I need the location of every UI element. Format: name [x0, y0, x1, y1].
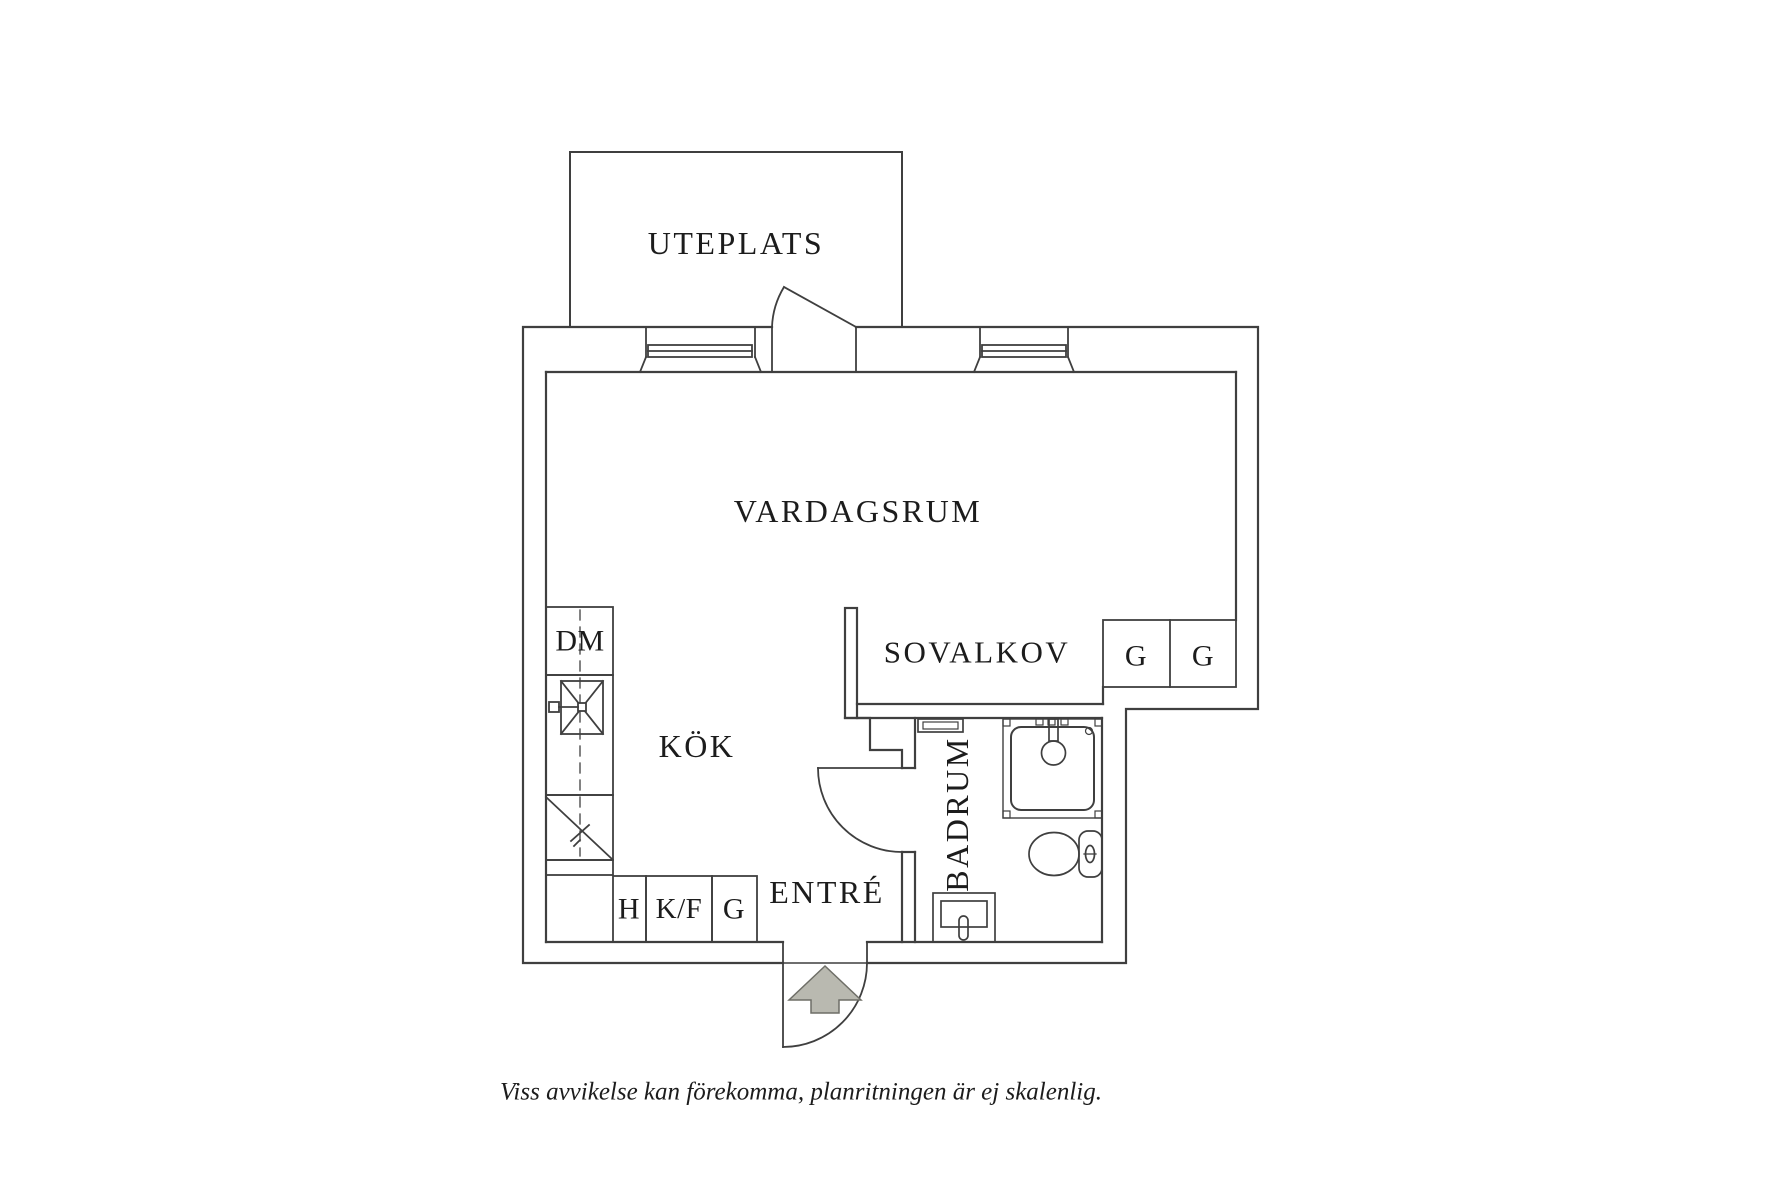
toilet-bowl: [1028, 831, 1080, 877]
label-cabinet-h: H: [618, 893, 640, 926]
label-fridge-freezer: K/F: [656, 893, 703, 925]
entrance-door: [782, 941, 868, 1048]
label-badrum: BADRUM: [939, 736, 975, 891]
closets: [1102, 619, 1237, 688]
window-1: [638, 327, 763, 374]
label-wardrobe-entre: G: [723, 893, 745, 926]
label-entre: ENTRÉ: [769, 874, 885, 910]
label-sovalkov: SOVALKOV: [884, 635, 1071, 670]
uteplats-outline: [569, 151, 903, 328]
washbasin: [932, 892, 996, 943]
wall-fixture: [917, 718, 964, 733]
terrace-door: [771, 285, 858, 373]
wardrobe-entre-box: [711, 875, 758, 943]
entrance-arrow-group: [787, 964, 863, 1014]
label-vardagsrum: VARDAGSRUM: [734, 493, 982, 529]
bathroom-fixtures: [917, 718, 1103, 943]
outer-wall-right: [854, 325, 1260, 965]
shower-head: [1040, 740, 1067, 766]
label-closet-1: G: [1125, 640, 1147, 673]
label-closet-2: G: [1192, 640, 1214, 673]
bathroom-door: [817, 767, 903, 853]
shower: [1002, 718, 1103, 819]
kitchen-sink: [548, 679, 605, 736]
counter-end-cap: [545, 859, 614, 876]
faucet-handle: [548, 701, 560, 713]
kitchen-fixtures: [544, 606, 758, 943]
uteplats-border: [569, 151, 903, 328]
corner-cabinet: [544, 795, 614, 861]
toilet-tank: [1078, 830, 1103, 878]
shower-head-stem: [1048, 718, 1059, 742]
doors: [771, 285, 903, 1048]
entrance-arrow: [787, 964, 863, 1014]
windows: [638, 327, 1076, 374]
label-dishwasher: DM: [555, 625, 604, 658]
disclaimer-caption: Viss avvikelse kan förekomma, planritnin…: [500, 1079, 1102, 1106]
outer-wall-left: [521, 325, 785, 965]
sovalkov-partition-wall: [843, 606, 859, 720]
labels: UTEPLATS VARDAGSRUM SOVALKOV KÖK ENTRÉ B…: [500, 225, 1214, 1106]
window-2: [972, 327, 1076, 374]
label-kok: KÖK: [659, 728, 736, 764]
basin-faucet: [958, 915, 969, 941]
toilet: [1028, 830, 1103, 878]
label-uteplats: UTEPLATS: [648, 225, 824, 261]
step-wall: [843, 716, 904, 770]
